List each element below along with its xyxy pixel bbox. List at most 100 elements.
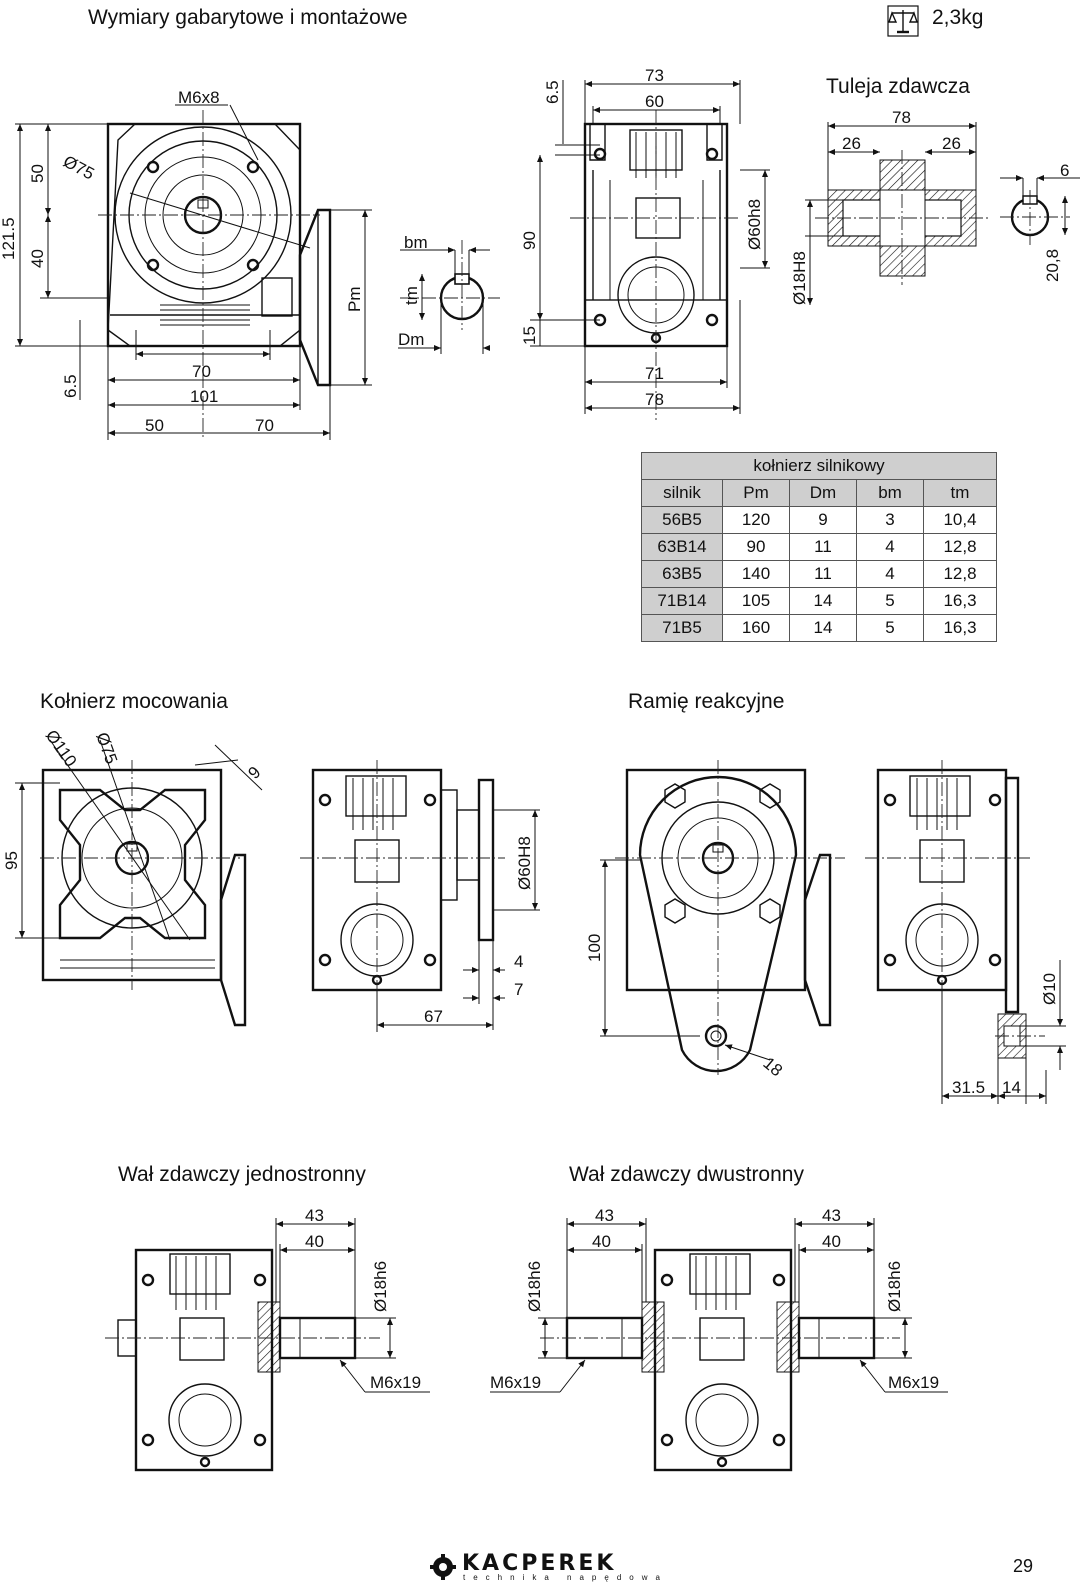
page-number: 29 bbox=[1013, 1556, 1034, 1576]
dim-d18H8: Ø18H8 bbox=[790, 251, 809, 305]
shaft-double-title: Wał zdawczy dwustronny bbox=[569, 1163, 804, 1186]
dim-67: 67 bbox=[424, 1007, 443, 1026]
dim-d18h6-double-right: Ø18h6 bbox=[885, 1261, 904, 1312]
table-cell: 160 bbox=[722, 614, 790, 642]
table-cell: 120 bbox=[722, 506, 790, 534]
dim-d18h6-single: Ø18h6 bbox=[371, 1261, 390, 1312]
arm-title: Ramię reakcyjne bbox=[628, 690, 785, 713]
dim-bm: bm bbox=[404, 233, 428, 252]
dim-121-5: 121.5 bbox=[0, 217, 18, 260]
scale-icon bbox=[886, 4, 920, 38]
dim-15: 15 bbox=[520, 326, 539, 345]
dim-m6x19-double-left: M6x19 bbox=[490, 1373, 541, 1392]
table-cell: 90 bbox=[722, 533, 790, 561]
table-cell: 105 bbox=[722, 587, 790, 615]
dim-31-5: 31.5 bbox=[952, 1078, 985, 1097]
dim-40: 40 bbox=[28, 249, 47, 268]
table-cell: 14 bbox=[789, 587, 857, 615]
dim-sleeve-78: 78 bbox=[892, 108, 911, 127]
table-cell: 11 bbox=[789, 560, 857, 588]
flange-title: Kołnierz mocowania bbox=[40, 690, 228, 713]
dim-78: 78 bbox=[645, 390, 664, 409]
table-cell: 5 bbox=[856, 614, 924, 642]
dim-100: 100 bbox=[585, 934, 604, 962]
dim-key-6: 6 bbox=[1060, 161, 1069, 180]
dim-70: 70 bbox=[192, 362, 211, 381]
dim-101: 101 bbox=[190, 387, 218, 406]
sleeve-drawing: 78 26 26 Ø18H8 6 20,8 bbox=[790, 108, 1080, 305]
dim-50: 50 bbox=[28, 164, 47, 183]
dim-40-single: 40 bbox=[305, 1232, 324, 1251]
table-row: 71B5 160 14 5 16,3 bbox=[641, 614, 997, 642]
shaft-single-title: Wał zdawczy jednostronny bbox=[118, 1163, 366, 1186]
flange-side-view: Ø60H8 4 7 67 bbox=[300, 760, 540, 1032]
dim-d18h6-double-left: Ø18h6 bbox=[525, 1261, 544, 1312]
col-header: silnik bbox=[641, 479, 723, 507]
dim-d75: Ø75 bbox=[60, 152, 97, 184]
dim-d60H8: Ø60H8 bbox=[515, 836, 534, 890]
arm-side-view: Ø10 31.5 14 bbox=[865, 760, 1066, 1104]
front-view: M6x8 Ø75 121.5 50 40 6.5 70 101 50 70 Pm bbox=[0, 88, 372, 440]
col-header: tm bbox=[923, 479, 997, 507]
dim-6-5-left: 6.5 bbox=[61, 374, 80, 398]
dim-pm: Pm bbox=[345, 287, 364, 313]
table-cell: 5 bbox=[856, 587, 924, 615]
col-header: bm bbox=[856, 479, 924, 507]
table-cell: 4 bbox=[856, 560, 924, 588]
col-header: Dm bbox=[789, 479, 857, 507]
table-row: 63B5 140 11 4 12,8 bbox=[641, 560, 997, 588]
table-cell: 63B14 bbox=[641, 533, 723, 561]
table-cell: 140 bbox=[722, 560, 790, 588]
dim-6-5-top: 6.5 bbox=[543, 80, 562, 104]
dim-d110: Ø110 bbox=[42, 726, 81, 770]
page-title: Wymiary gabarytowe i montażowe bbox=[88, 6, 408, 29]
shaft-single-view: 43 40 Ø18h6 M6x19 bbox=[105, 1206, 430, 1472]
dim-sleeve-26-right: 26 bbox=[942, 134, 961, 153]
dim-sleeve-26-left: 26 bbox=[842, 134, 861, 153]
dim-43-single: 43 bbox=[305, 1206, 324, 1225]
table-cell: 16,3 bbox=[923, 614, 997, 642]
dim-tm: tm bbox=[402, 286, 421, 305]
dim-43-double-left: 43 bbox=[595, 1206, 614, 1225]
sleeve-title: Tuleja zdawcza bbox=[826, 75, 970, 98]
dim-71: 71 bbox=[645, 364, 664, 383]
dim-m6x19-single: M6x19 bbox=[370, 1373, 421, 1392]
table-header-row: silnik Pm Dm bm tm bbox=[641, 479, 997, 507]
table-row: 71B14 105 14 5 16,3 bbox=[641, 587, 997, 615]
table-cell: 11 bbox=[789, 533, 857, 561]
dim-d60h8: Ø60h8 bbox=[745, 199, 764, 250]
dim-key-20-8: 20,8 bbox=[1043, 249, 1062, 282]
arm-front-view: 100 18 bbox=[585, 760, 845, 1080]
dim-m6x8: M6x8 bbox=[178, 88, 220, 107]
table-row: 63B14 90 11 4 12,8 bbox=[641, 533, 997, 561]
dim-70-bottom: 70 bbox=[255, 416, 274, 435]
dim-9: 9 bbox=[244, 763, 264, 783]
dim-60: 60 bbox=[645, 92, 664, 111]
dim-dm: Dm bbox=[398, 330, 424, 349]
dim-m6x19-double-right: M6x19 bbox=[888, 1373, 939, 1392]
dim-95: 95 bbox=[2, 851, 21, 870]
dim-90: 90 bbox=[520, 231, 539, 250]
keyway-detail: bm tm Dm bbox=[398, 233, 500, 354]
table-cell: 4 bbox=[856, 533, 924, 561]
flange-front-view: Ø110 Ø75 9 95 bbox=[2, 726, 265, 1027]
table-cell: 63B5 bbox=[641, 560, 723, 588]
dim-d10: Ø10 bbox=[1040, 973, 1059, 1005]
dim-50-bottom: 50 bbox=[145, 416, 164, 435]
brand-tagline: technika napędowa bbox=[463, 1573, 668, 1582]
table-cell: 14 bbox=[789, 614, 857, 642]
dim-43-double-right: 43 bbox=[822, 1206, 841, 1225]
side-view: 73 60 6.5 90 15 Ø60h8 71 78 bbox=[520, 66, 770, 420]
table-cell: 71B5 bbox=[641, 614, 723, 642]
dim-40-double-left: 40 bbox=[592, 1232, 611, 1251]
table-cell: 56B5 bbox=[641, 506, 723, 534]
brand-name: KACPEREK bbox=[462, 1551, 617, 1576]
table-cell: 12,8 bbox=[923, 560, 997, 588]
table-cell: 9 bbox=[789, 506, 857, 534]
table-cell: 10,4 bbox=[923, 506, 997, 534]
dim-14: 14 bbox=[1002, 1078, 1021, 1097]
col-header: Pm bbox=[722, 479, 790, 507]
dim-4: 4 bbox=[514, 952, 523, 971]
shaft-double-view: 43 40 Ø18h6 M6x19 43 40 Ø18h6 M6x19 bbox=[490, 1206, 948, 1472]
